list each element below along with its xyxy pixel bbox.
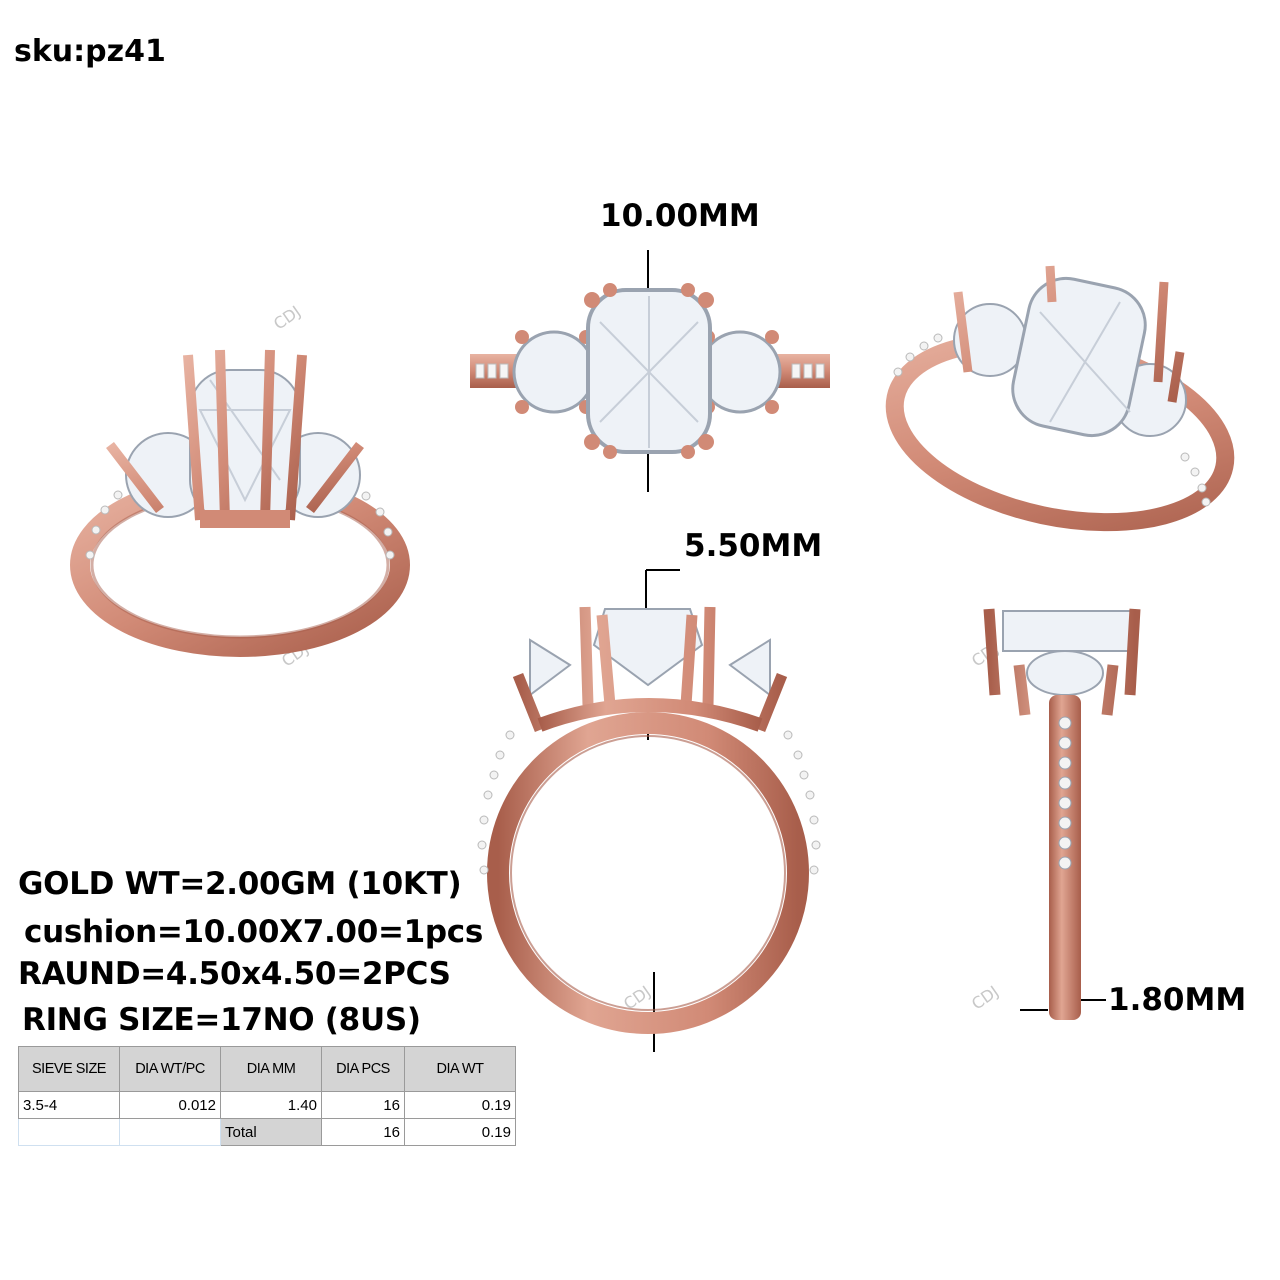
cell-dia-mm: 1.40 bbox=[220, 1091, 322, 1119]
gold-weight-spec: GOLD WT=2.00GM (10KT) bbox=[18, 866, 462, 902]
cell-total-label: Total bbox=[220, 1118, 322, 1146]
ring-size-spec: RING SIZE=17NO (8US) bbox=[22, 1002, 421, 1038]
col-sieve-size: SIEVE SIZE bbox=[18, 1046, 120, 1092]
col-dia-wt-pc: DIA WT/PC bbox=[119, 1046, 221, 1092]
cell-empty bbox=[18, 1118, 120, 1146]
round-stone-spec: RAUND=4.50x4.50=2PCS bbox=[18, 956, 451, 992]
col-dia-wt: DIA WT bbox=[404, 1046, 516, 1092]
table-header-row: SIEVE SIZE DIA WT/PC DIA MM DIA PCS DIA … bbox=[18, 1046, 516, 1092]
ring-front-view bbox=[477, 606, 821, 1034]
cell-dia-pcs: 16 bbox=[321, 1091, 405, 1119]
ring-back-view bbox=[70, 349, 410, 657]
cell-total-pcs: 16 bbox=[321, 1118, 405, 1146]
cell-empty bbox=[119, 1118, 221, 1146]
height-label: 5.50MM bbox=[684, 528, 823, 564]
cell-dia-wt: 0.19 bbox=[404, 1091, 516, 1119]
table-row: 3.5-4 0.012 1.40 16 0.19 bbox=[18, 1091, 516, 1119]
ring-top-view bbox=[470, 283, 830, 459]
col-dia-pcs: DIA PCS bbox=[321, 1046, 405, 1092]
cell-dia-wt-pc: 0.012 bbox=[119, 1091, 221, 1119]
band-width-label: 1.80MM bbox=[1108, 982, 1247, 1018]
ring-side-view bbox=[983, 608, 1141, 1020]
col-dia-mm: DIA MM bbox=[220, 1046, 322, 1092]
table-total-row: Total 16 0.19 bbox=[18, 1118, 516, 1146]
cushion-stone-spec: cushion=10.00X7.00=1pcs bbox=[24, 914, 484, 950]
top-length-label: 10.00MM bbox=[600, 198, 760, 234]
sku-label: sku:pz41 bbox=[14, 34, 166, 69]
ring-perspective-view bbox=[885, 265, 1235, 532]
sieve-table: SIEVE SIZE DIA WT/PC DIA MM DIA PCS DIA … bbox=[18, 1046, 516, 1146]
cell-sieve-size: 3.5-4 bbox=[18, 1091, 120, 1119]
cell-total-wt: 0.19 bbox=[404, 1118, 516, 1146]
